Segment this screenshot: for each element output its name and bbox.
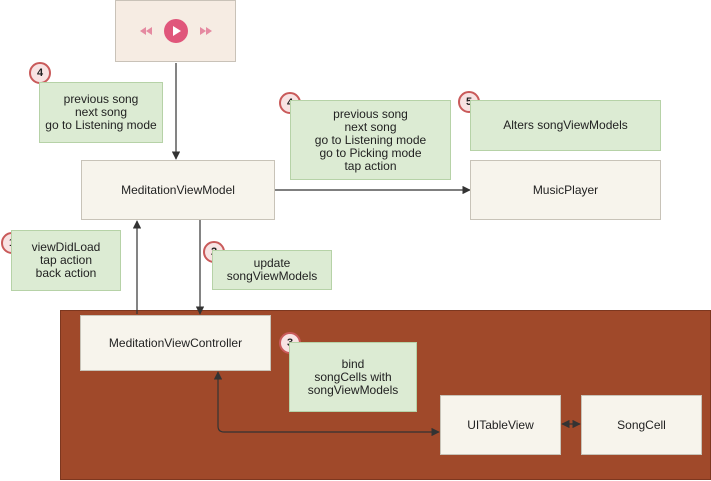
note-line: update <box>253 256 291 270</box>
play-button[interactable] <box>163 19 188 43</box>
note-line: bind <box>341 356 365 371</box>
note-line: viewDidLoad <box>31 240 101 254</box>
meditation-view-model-box: MeditationViewModel <box>81 160 275 220</box>
note-line: songViewModels <box>307 382 399 397</box>
note-line: go to Picking mode <box>319 145 422 160</box>
note-musicplayer-actions: previous song next song go to Listening … <box>290 100 451 180</box>
note-line: back action <box>35 266 97 280</box>
note-line: tap action <box>39 253 93 267</box>
ui-table-view-box: UITableView <box>440 395 561 455</box>
song-cell-box: SongCell <box>581 395 702 455</box>
note-alters-songviewmodels: Alters songViewModels <box>470 100 661 151</box>
music-player-label: MusicPlayer <box>532 183 599 197</box>
note-line: go to Listening mode <box>45 118 157 132</box>
note-line: go to Listening mode <box>314 132 427 147</box>
meditation-view-controller-label: MeditationViewController <box>108 336 243 350</box>
note-bind-songcells: bind songCells with songViewModels <box>289 342 417 412</box>
note-line: songViewModels <box>226 269 318 283</box>
note-line: songCells with <box>314 369 392 384</box>
note-line: previous song <box>333 106 408 121</box>
play-icon <box>172 26 181 36</box>
note-controller-events: viewDidLoad tap action back action <box>11 230 121 291</box>
controller-tableview-arrow <box>213 371 440 437</box>
song-cell-label: SongCell <box>617 418 666 432</box>
player-widget <box>115 0 236 62</box>
fast-forward-icon[interactable] <box>199 27 212 35</box>
note-viewmodel-actions: previous song next song go to Listening … <box>39 82 163 143</box>
note-line: Alters songViewModels <box>503 118 628 132</box>
meditation-view-controller-box: MeditationViewController <box>80 315 271 371</box>
meditation-view-model-label: MeditationViewModel <box>121 183 235 197</box>
note-line: next song <box>344 119 397 134</box>
music-player-box: MusicPlayer <box>470 160 661 220</box>
note-line: next song <box>74 105 128 119</box>
note-line: previous song <box>63 92 139 106</box>
step-badge-4a: 4 <box>29 62 51 84</box>
note-update-songviewmodels: update songViewModels <box>212 250 332 290</box>
rewind-icon[interactable] <box>139 27 152 35</box>
ui-table-view-label: UITableView <box>467 418 534 432</box>
note-line: tap action <box>344 158 397 173</box>
